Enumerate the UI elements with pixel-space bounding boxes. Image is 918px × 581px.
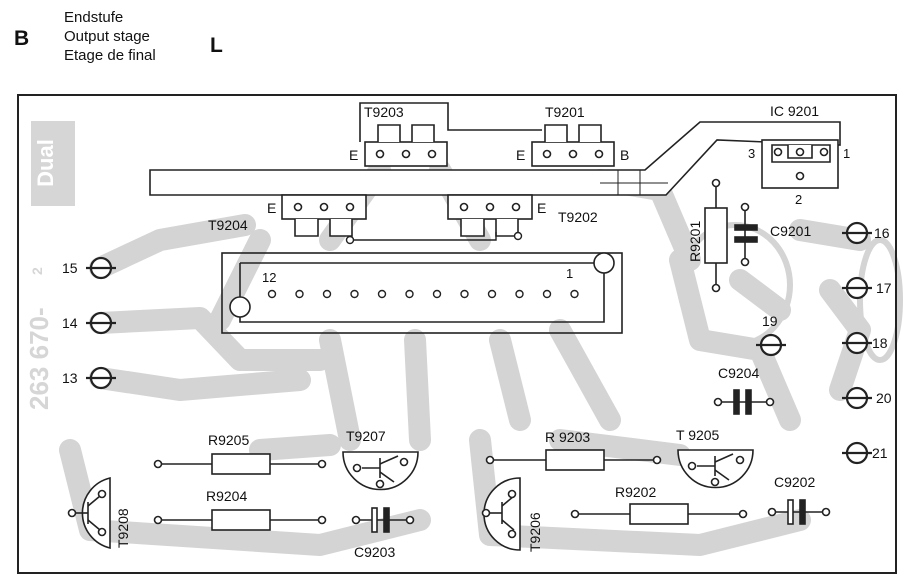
label-terminal-13: 13 (62, 370, 78, 386)
terminal-17 (842, 276, 872, 300)
terminal-18 (842, 331, 872, 355)
terminal-15 (86, 256, 116, 280)
label-r9203: R 9203 (545, 429, 590, 445)
transistor-t9205 (677, 449, 754, 489)
terminal-16 (842, 221, 872, 245)
resistor-r9205 (153, 453, 327, 475)
part-number: 263 670- 2 (24, 267, 54, 410)
transistor-t9208 (67, 476, 111, 550)
terminal-20 (842, 386, 872, 410)
connector-12-pin (221, 252, 623, 334)
header-line-english: Output stage (64, 28, 150, 45)
header-line-german: Endstufe (64, 9, 124, 26)
label-connector-pin-12: 12 (262, 270, 276, 285)
header-letter-l: L (210, 34, 223, 57)
label-terminal-19: 19 (762, 313, 778, 329)
connector-pad-4 (487, 289, 497, 299)
connector-pad-7 (405, 289, 414, 299)
label-r9205: R9205 (208, 432, 249, 448)
transistor-t9204 (281, 194, 367, 237)
part-number-suffix: 2 (29, 267, 45, 275)
label-terminal-14: 14 (62, 315, 78, 331)
transistor-t9206 (481, 477, 521, 551)
capacitor-c9203 (351, 507, 415, 533)
label-terminal-15: 15 (62, 260, 78, 276)
capacitor-c9204 (713, 389, 775, 415)
label-ic-pin-2: 2 (795, 192, 802, 207)
capacitor-c9201 (734, 202, 758, 267)
label-t9208: T9208 (115, 508, 131, 548)
label-c9202: C9202 (774, 474, 815, 490)
dual-logo-text: Dual (33, 139, 58, 187)
resistor-r9203 (485, 449, 662, 471)
transistor-t9201 (531, 124, 615, 167)
resistor-r9202 (570, 503, 748, 525)
heatsink-top-edge (359, 102, 542, 142)
transistor-t9202 (447, 194, 533, 237)
label-t9206: T9206 (527, 512, 543, 552)
label-c9204: C9204 (718, 365, 759, 381)
label-t9201-b: B (620, 147, 629, 163)
ic-9201 (761, 139, 839, 189)
capacitor-c9202 (767, 499, 831, 525)
terminal-13 (86, 366, 116, 390)
terminal-14 (86, 311, 116, 335)
label-ic9201: IC 9201 (770, 103, 819, 119)
label-t9205: T 9205 (676, 427, 720, 443)
heatsink-bracket (149, 121, 841, 196)
label-terminal-16: 16 (874, 225, 890, 241)
label-t9203-e: E (349, 147, 358, 163)
part-number-text: 263 670- (24, 307, 54, 410)
label-ic-pin-3: 3 (748, 146, 755, 161)
terminal-19 (756, 333, 786, 357)
header-letter-b: B (14, 27, 30, 50)
label-t9207: T9207 (346, 428, 386, 444)
label-terminal-17: 17 (876, 280, 892, 296)
label-t9202: T9202 (558, 209, 598, 225)
label-t9202-e: E (537, 200, 546, 216)
terminal-21 (842, 441, 872, 465)
connector-pad-1 (570, 289, 579, 299)
label-c9201: C9201 (770, 223, 811, 239)
label-terminal-20: 20 (876, 390, 892, 406)
header-line-french: Etage de final (64, 47, 156, 64)
board-outline (17, 94, 897, 574)
connector-pad-3 (515, 289, 524, 299)
label-t9201-e: E (516, 147, 525, 163)
connector-pad-10 (322, 289, 332, 299)
dual-logo: Dual (31, 121, 75, 206)
label-r9202: R9202 (615, 484, 656, 500)
resistor-r9201 (704, 178, 728, 293)
label-ic-pin-1: 1 (843, 146, 850, 161)
connector-pad-5 (460, 289, 469, 299)
connector-pad-9 (350, 289, 359, 299)
label-t9204: T9204 (208, 217, 248, 233)
label-r9201: R9201 (687, 221, 703, 262)
connector-pad-2 (542, 289, 552, 299)
label-connector-pin-1: 1 (566, 266, 573, 281)
connector-pins (267, 289, 579, 299)
label-r9204: R9204 (206, 488, 247, 504)
label-t9203: T9203 (364, 104, 404, 120)
label-terminal-21: 21 (872, 445, 888, 461)
label-t9201: T9201 (545, 104, 585, 120)
header-title-block: Endstufe Output stage Etage de final (64, 8, 156, 65)
connector-pad-12 (267, 289, 277, 299)
label-t9204-e: E (267, 200, 276, 216)
label-c9203: C9203 (354, 544, 395, 560)
connector-pad-6 (432, 289, 442, 299)
resistor-r9204 (153, 509, 327, 531)
connector-pad-11 (295, 289, 304, 299)
transistor-t9207 (342, 451, 419, 491)
connector-pad-8 (377, 289, 387, 299)
label-terminal-18: 18 (872, 335, 888, 351)
transistor-t9203 (364, 124, 448, 167)
